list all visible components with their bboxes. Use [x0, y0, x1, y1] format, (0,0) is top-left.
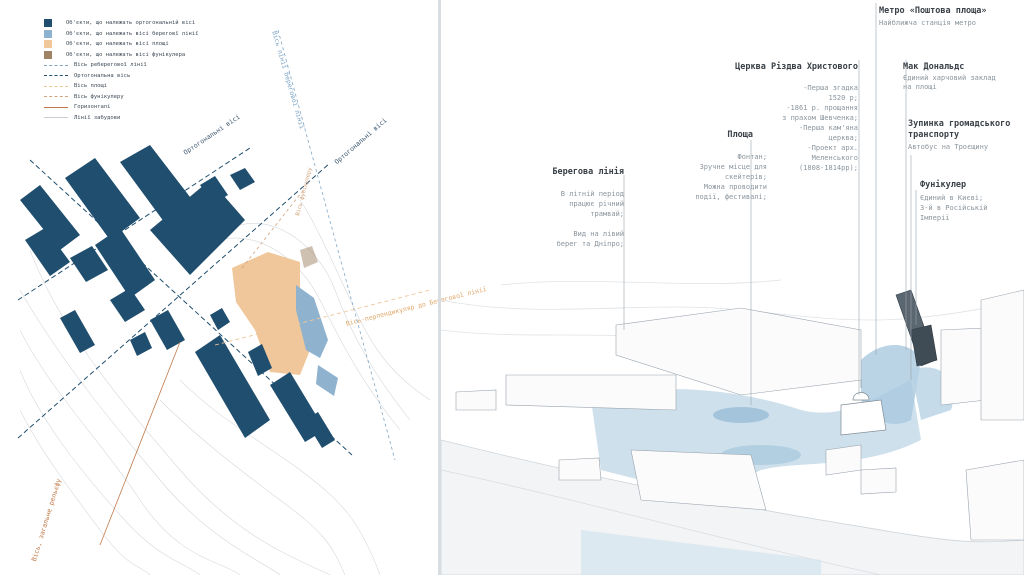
- leader-lines: [623, 3, 917, 405]
- kiosk: [860, 467, 897, 495]
- legend-label: Лінії забудови: [74, 114, 121, 121]
- tall-building: [940, 327, 987, 406]
- legend-label: Об'єкти, що належать вісі фунікулера: [66, 51, 186, 58]
- fountain-2: [713, 407, 769, 423]
- legend-line: [44, 85, 68, 87]
- square-desc: Можна проводити: [703, 183, 767, 191]
- funicular-object: [300, 246, 318, 268]
- buildings: [455, 289, 1024, 541]
- shoreline-title: Берегова лінія: [552, 167, 624, 177]
- plan-drawing: [17, 29, 431, 576]
- church-desc: -Перша кам'яна: [798, 124, 858, 132]
- legend-item: Вісь фунікулеру: [44, 92, 198, 103]
- orthogonal-axis-1: [17, 147, 251, 301]
- shoreline-building: [316, 365, 338, 396]
- relief-line: [99, 341, 181, 546]
- axonometric-drawing: [440, 3, 1024, 576]
- square-title: Площа: [727, 130, 753, 140]
- square-area: [232, 252, 318, 375]
- church-desc: з прахом Шевченка;: [782, 114, 858, 122]
- funicular-title: Фунікулер: [920, 180, 967, 190]
- legend-item: Вісь площі: [44, 81, 198, 92]
- axis-plan-diagram: Об'єкти, що належать ортогональній вісі …: [0, 0, 487, 576]
- bus-stop-title: Зупинка громадського: [908, 119, 1011, 129]
- legend-swatch: [44, 50, 52, 59]
- legend-line: [44, 75, 68, 77]
- bus-stop-desc: Автобус на Троєщину: [908, 143, 989, 151]
- orthogonal-blocks: [20, 145, 335, 448]
- shoreline-desc: трамвай;: [590, 210, 624, 218]
- small-pavilion: [558, 457, 602, 481]
- bus-stop-title: транспорту: [908, 130, 960, 140]
- church-desc: -1861 р. прощання: [786, 104, 858, 112]
- legend: Об'єкти, що належать ортогональній вісі …: [44, 18, 198, 123]
- bus-stop-building: [825, 444, 862, 476]
- river-station: [630, 449, 767, 511]
- legend-swatch: [44, 29, 52, 38]
- legend-item: Ортогональна вісь: [44, 71, 198, 82]
- orthogonal-axis-3: [29, 159, 353, 456]
- legend-line: [44, 64, 68, 66]
- legend-item: Об'єкти, що належать вісі площі: [44, 39, 198, 50]
- mcdonalds-desc: Єдиний харчовий заклад: [903, 74, 996, 82]
- legend-line: [44, 117, 68, 119]
- panel-divider: [438, 0, 441, 575]
- legend-item: Горизонталі: [44, 102, 198, 113]
- legend-swatch: [44, 19, 52, 28]
- church-desc: -Проект арх.: [807, 144, 858, 152]
- mcdonalds-desc: на площі: [903, 83, 937, 91]
- orthogonal-axis-2: [17, 162, 331, 439]
- square-desc: скейтерів;: [724, 173, 767, 181]
- legend-label: Горизонталі: [74, 104, 111, 111]
- funicular-desc: Імперії: [920, 214, 950, 222]
- mcdonalds-title: Мак Дональдс: [903, 62, 965, 72]
- square-desc: Фонтан;: [737, 153, 767, 161]
- small-building: [455, 389, 497, 411]
- church-desc: церква;: [828, 134, 858, 142]
- legend-label: Ортогональна вісь: [74, 72, 131, 79]
- corner-building: [980, 289, 1024, 421]
- church-desc: 1520 р;: [828, 94, 858, 102]
- legend-label: Об'єкти, що належать ортогональній вісі: [66, 20, 196, 27]
- historic-building: [505, 374, 677, 411]
- legend-label: Вісь площі: [74, 83, 108, 90]
- legend-line: [44, 96, 68, 98]
- legend-item: Об'єкти, що належать вісі береговї лінії: [44, 29, 198, 40]
- church-desc: (1808-1814рр);: [798, 164, 858, 172]
- block-building: [965, 459, 1024, 541]
- shoreline-desc: В літній період: [560, 190, 624, 198]
- shoreline-axis: [277, 29, 396, 461]
- shoreline-desc: берег та Дніпро;: [556, 240, 624, 248]
- axonometric-view: Метро «Поштова площа» Найближча станція …: [440, 0, 1024, 576]
- shore-blue-area: [581, 530, 821, 575]
- square-axis: [214, 289, 431, 346]
- legend-item: Вісь реберегової лінії: [44, 60, 198, 71]
- church: [840, 380, 887, 436]
- shoreline-desc: працює річний: [569, 200, 624, 208]
- church-desc: Меленського: [811, 154, 858, 162]
- church-desc: -Перша згадка: [803, 84, 858, 92]
- legend-item: Об'єкти, що належать вісі фунікулера: [44, 50, 198, 61]
- legend-item: Об'єкти, що належать ортогональній вісі: [44, 18, 198, 29]
- square-desc: події, фестивалі;: [695, 193, 767, 201]
- legend-swatch: [44, 40, 52, 49]
- church-title: Церква Різдва Христового: [735, 62, 858, 72]
- legend-label: Вісь фунікулеру: [74, 93, 124, 100]
- legend-line: [44, 106, 68, 108]
- contour-lines: [19, 199, 431, 576]
- legend-item: Лінії забудови: [44, 113, 198, 124]
- funicular-axis: [241, 187, 306, 269]
- shoreline-desc: Вид на лівий: [573, 230, 624, 238]
- shoreline-building: [296, 285, 328, 358]
- legend-label: Вісь реберегової лінії: [74, 62, 147, 69]
- funicular-desc: 3-й в Російській: [920, 204, 988, 212]
- funicular-desc: Єдиний в Києві;: [920, 194, 984, 202]
- legend-label: Об'єкти, що належать вісі площі: [66, 41, 169, 48]
- legend-label: Об'єкти, що належать вісі береговї лінії: [66, 30, 199, 37]
- metro-desc: Найближча станція метро: [879, 19, 976, 27]
- metro-title: Метро «Поштова площа»: [879, 6, 987, 16]
- square-desc: Зручне місце для: [699, 163, 767, 171]
